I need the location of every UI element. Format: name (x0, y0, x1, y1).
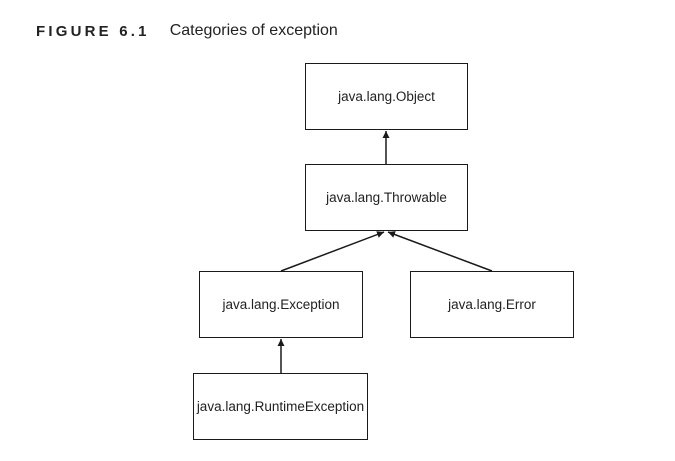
figure-number: FIGURE 6.1 (36, 22, 150, 40)
node-java-lang-throwable: java.lang.Throwable (305, 164, 468, 231)
arrow-error-to-throwable (387, 231, 493, 272)
node-java-lang-error: java.lang.Error (410, 271, 574, 338)
figure-title: Categories of exception (169, 22, 338, 39)
arrow-exception-to-throwable (280, 231, 385, 272)
node-java-lang-object: java.lang.Object (305, 63, 468, 130)
node-java-lang-exception: java.lang.Exception (199, 271, 363, 338)
node-java-lang-runtime-exception: java.lang.RuntimeException (193, 373, 368, 440)
figure-caption: FIGURE 6.1 Categories of exception (36, 20, 338, 42)
